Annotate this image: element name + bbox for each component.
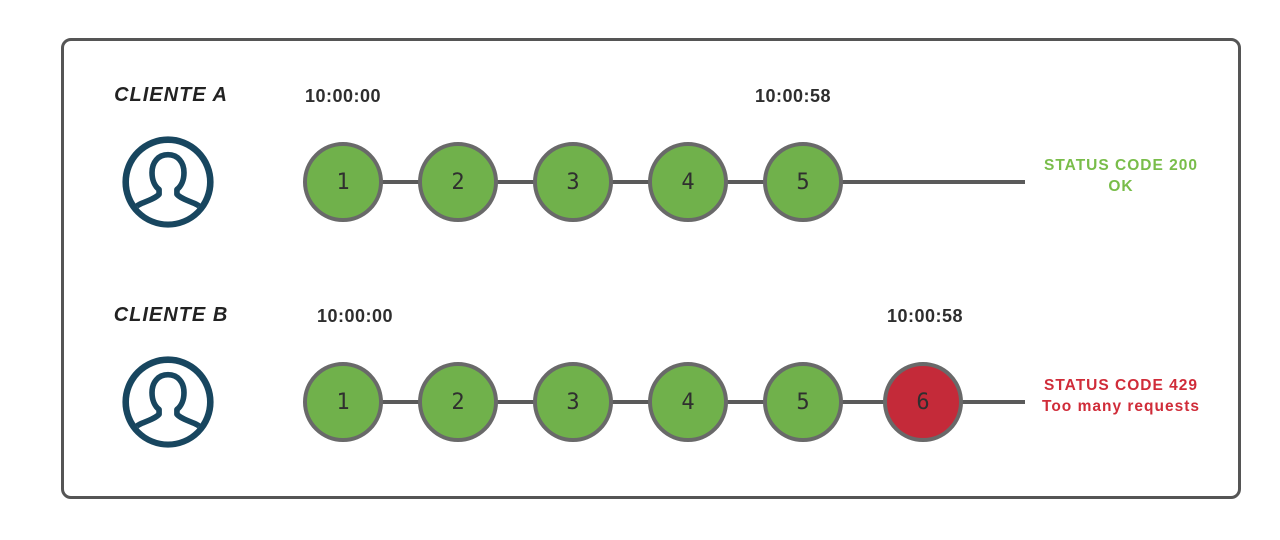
client-label: CLIENTE A — [114, 84, 228, 106]
request-circle: 4 — [648, 362, 728, 442]
request-circle: 3 — [533, 142, 613, 222]
request-number: 6 — [916, 389, 930, 415]
status-line2: OK — [1108, 178, 1134, 195]
request-number: 4 — [681, 169, 695, 195]
request-number: 2 — [451, 169, 465, 195]
request-circle: 2 — [418, 142, 498, 222]
request-number: 5 — [796, 169, 810, 195]
request-number: 5 — [796, 389, 810, 415]
request-circle: 1 — [303, 142, 383, 222]
request-circle: 2 — [418, 362, 498, 442]
request-number: 3 — [566, 389, 580, 415]
request-circle: 6 — [883, 362, 963, 442]
start-timestamp: 10:00:00 — [316, 306, 394, 326]
request-number: 2 — [451, 389, 465, 415]
request-circle: 5 — [763, 362, 843, 442]
client-label: CLIENTE B — [113, 304, 229, 326]
status-line1: STATUS CODE 200 — [1044, 157, 1198, 174]
request-circle: 5 — [763, 142, 843, 222]
user-avatar-icon — [121, 135, 215, 229]
request-number: 3 — [566, 169, 580, 195]
status-line1: STATUS CODE 429 — [1044, 377, 1198, 394]
end-timestamp: 10:00:58 — [886, 306, 964, 326]
request-circle: 3 — [533, 362, 613, 442]
request-number: 4 — [681, 389, 695, 415]
request-number: 1 — [336, 389, 350, 415]
user-avatar-icon — [121, 355, 215, 449]
start-timestamp: 10:00:00 — [304, 86, 382, 106]
end-timestamp: 10:00:58 — [754, 86, 832, 106]
request-circle: 1 — [303, 362, 383, 442]
request-circle: 4 — [648, 142, 728, 222]
status-line2: Too many requests — [1042, 398, 1200, 415]
request-number: 1 — [336, 169, 350, 195]
